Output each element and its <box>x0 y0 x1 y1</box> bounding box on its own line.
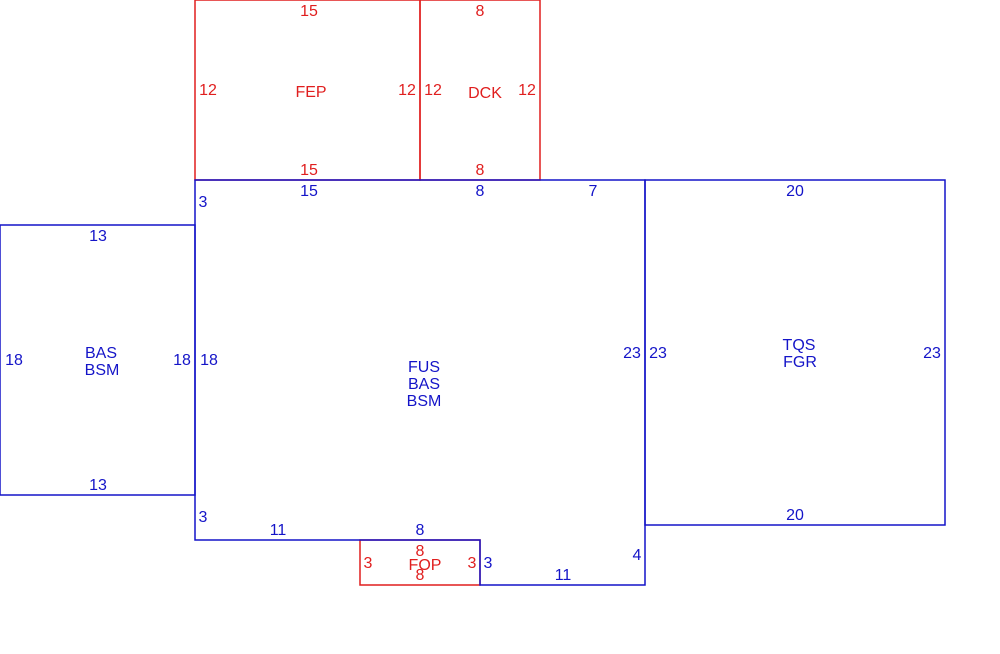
main-area-annotations: 15 8 7 3 18 23 FUS BAS BSM 3 11 8 3 4 11 <box>199 183 642 584</box>
main-dim-top-c: 7 <box>589 183 598 200</box>
main-dim-top-a: 15 <box>300 183 318 200</box>
fop-dim-right: 3 <box>468 555 477 572</box>
dck-dim-bottom: 8 <box>476 162 485 179</box>
main-label-line-1: FUS <box>408 359 440 376</box>
main-dim-bottom-right: 11 <box>555 567 572 584</box>
main-dim-bottom-mid: 8 <box>416 522 425 539</box>
living-areas <box>0 179 946 586</box>
fop-dim-left: 3 <box>364 555 373 572</box>
west-wing-annotations: 13 18 BAS BSM 18 13 <box>5 228 191 494</box>
west-dim-top: 13 <box>89 228 107 245</box>
dck-dim-top: 8 <box>476 3 485 20</box>
fep-annotations: 15 12 FEP 12 15 <box>199 3 416 179</box>
main-dim-left-lower: 3 <box>199 509 208 526</box>
main-dim-right: 23 <box>623 345 641 362</box>
west-label-line-2: BSM <box>85 362 120 379</box>
west-dim-right: 18 <box>173 352 191 369</box>
garage-label-line-1: TQS <box>783 337 816 354</box>
fep-dim-left: 12 <box>199 82 217 99</box>
main-dim-notch-left: 3 <box>484 555 493 572</box>
garage-label-line-2: FGR <box>783 354 817 371</box>
main-dim-left-upper: 3 <box>199 194 208 211</box>
fop-label: FOP <box>409 557 442 574</box>
garage-dim-top: 20 <box>786 183 804 200</box>
fep-dim-top: 15 <box>300 3 318 20</box>
garage-annotations: 20 23 TQS FGR 23 20 <box>649 183 941 524</box>
main-label-line-2: BAS <box>408 376 440 393</box>
fep-label: FEP <box>295 84 326 101</box>
garage-dim-right: 23 <box>923 345 941 362</box>
west-label-line-1: BAS <box>85 345 117 362</box>
dck-dim-right: 12 <box>518 82 536 99</box>
fop-annotations: 8 3 FOP 3 8 <box>364 543 477 584</box>
main-dim-top-b: 8 <box>476 183 485 200</box>
fep-dim-bottom: 15 <box>300 162 318 179</box>
garage-dim-bottom: 20 <box>786 507 804 524</box>
main-label-line-3: BSM <box>407 393 442 410</box>
main-dim-bottom-left: 11 <box>270 522 287 539</box>
garage-outline[interactable] <box>644 179 946 526</box>
dck-annotations: 8 12 DCK 12 8 <box>424 3 536 179</box>
west-dim-bottom: 13 <box>89 477 107 494</box>
fep-dim-right: 12 <box>398 82 416 99</box>
main-dim-left: 18 <box>200 352 218 369</box>
dck-dim-left: 12 <box>424 82 442 99</box>
dck-label: DCK <box>468 85 502 102</box>
main-dim-right-lower: 4 <box>633 547 642 564</box>
west-dim-left: 18 <box>5 352 23 369</box>
garage-dim-left: 23 <box>649 345 667 362</box>
fop-dim-bottom: 8 <box>416 567 425 584</box>
fop-dim-top: 8 <box>416 543 425 560</box>
